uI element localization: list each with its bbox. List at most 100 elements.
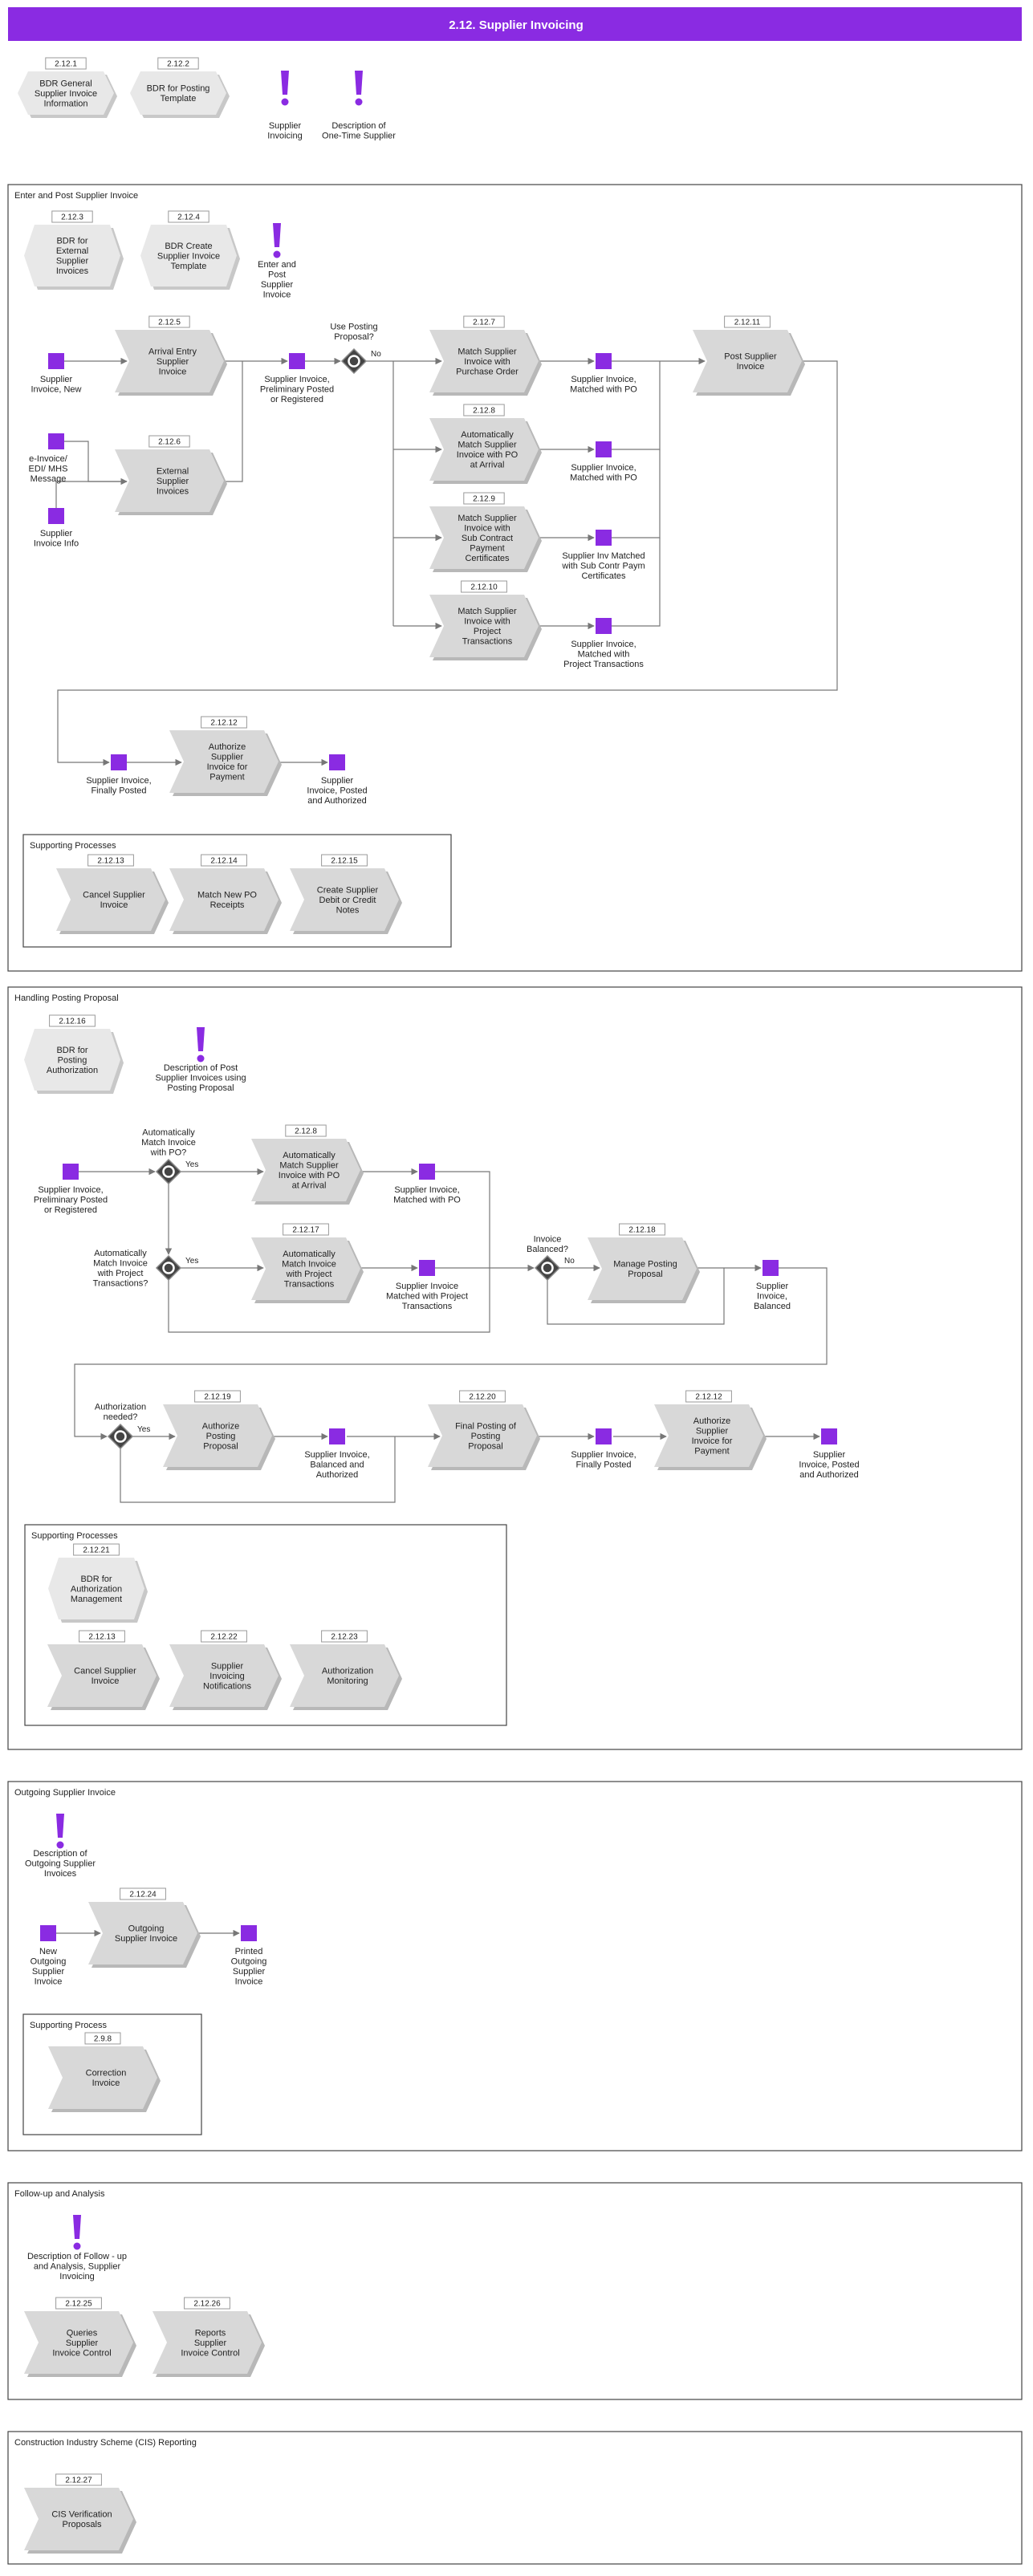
gateway-auto-match-project[interactable] — [155, 1254, 182, 1282]
section-follow-up-analysis — [7, 2182, 1023, 2400]
event-h-preliminary-posted[interactable] — [63, 1164, 79, 1180]
support-match-new-po-receipts[interactable] — [169, 868, 279, 931]
process-match-supplier-invoice-sub-contract[interactable] — [429, 506, 539, 569]
process-final-posting-proposal-code: 2.12.20 — [469, 1393, 496, 1402]
event-h-matched-with-po-label: Supplier Invoice,Matched with PO — [393, 1185, 461, 1205]
gateway-invoice-balanced-ring — [541, 1262, 554, 1274]
process-authorize-supplier-invoice-payment[interactable] — [169, 730, 279, 793]
support-authorization-monitoring[interactable] — [290, 1644, 399, 1707]
support-authorization-monitoring-code: 2.12.23 — [331, 1633, 358, 1642]
event-h-matched-with-po[interactable] — [419, 1164, 435, 1180]
process-auto-match-invoice-project[interactable] — [251, 1237, 360, 1300]
gateway-auto-match-po-yes: Yes — [185, 1160, 198, 1169]
gateway-auto-match-po[interactable] — [155, 1158, 182, 1185]
event-h-finally-posted[interactable] — [596, 1428, 612, 1444]
process-manage-posting-proposal[interactable] — [588, 1237, 697, 1300]
bdr-create-supplier-invoice-template[interactable] — [140, 225, 237, 286]
process-auto-match-invoice-po-arrival-code-box — [285, 1124, 327, 1137]
process-cis-verification-proposals-code-box — [55, 2473, 102, 2486]
gateway-use-posting-proposal[interactable] — [340, 347, 368, 375]
event-posted-and-authorized[interactable] — [329, 754, 345, 770]
event-matched-sub-contr[interactable] — [596, 530, 612, 546]
event-einvoice-edi-mhs[interactable] — [48, 433, 64, 449]
event-preliminary-posted[interactable] — [289, 353, 305, 369]
process-match-supplier-invoice-purchase-order-code: 2.12.7 — [473, 319, 495, 327]
event-h-matched-project[interactable] — [419, 1260, 435, 1276]
event-h-balanced-authorized[interactable] — [329, 1428, 345, 1444]
event-supplier-invoice-new[interactable] — [48, 353, 64, 369]
process-match-supplier-invoice-project-transactions-code-box — [461, 580, 507, 593]
support-create-debit-credit-notes-code: 2.12.15 — [331, 857, 358, 866]
support-authorization-monitoring-code-box — [321, 1630, 368, 1643]
process-final-posting-proposal[interactable] — [428, 1404, 537, 1467]
event-matched-project-transactions[interactable] — [596, 618, 612, 634]
bdr-general-supplier-invoice-info-code-box — [45, 57, 87, 70]
support-h-cancel-supplier-invoice-code: 2.12.13 — [88, 1633, 116, 1642]
gateway-authorization-needed[interactable] — [107, 1423, 134, 1450]
bdr-external-supplier-invoices-code: 2.12.3 — [61, 213, 83, 222]
bdr-create-supplier-invoice-template-code: 2.12.4 — [177, 213, 200, 222]
event-new-outgoing-supplier-invoice[interactable] — [40, 1925, 56, 1941]
section-outgoing-supplier-invoice-title: Outgoing Supplier Invoice — [14, 1788, 116, 1798]
event-finally-posted[interactable] — [111, 754, 127, 770]
flow-info-to-external — [55, 481, 127, 508]
process-arrival-entry-supplier-invoice[interactable] — [115, 330, 224, 392]
process-external-supplier-invoices[interactable] — [115, 449, 224, 512]
bdr-general-supplier-invoice-info[interactable] — [18, 71, 114, 115]
process-authorize-supplier-invoice-payment-2-code: 2.12.12 — [695, 1393, 722, 1402]
event-printed-outgoing-supplier-invoice[interactable] — [241, 1925, 257, 1941]
process-outgoing-supplier-invoice[interactable] — [88, 1902, 197, 1965]
section-enter-post-supplier-invoice — [7, 184, 1023, 972]
event-h-posted-authorized[interactable] — [821, 1428, 837, 1444]
support-cancel-supplier-invoice[interactable] — [56, 868, 165, 931]
process-match-supplier-invoice-purchase-order[interactable] — [429, 330, 539, 392]
support-supplier-invoicing-notifications[interactable] — [169, 1644, 279, 1707]
flow-einvoice-to-external — [64, 441, 128, 486]
support-create-debit-credit-notes[interactable] — [290, 868, 399, 931]
process-post-supplier-invoice[interactable] — [693, 330, 802, 392]
support-correction-invoice-code-box — [84, 2032, 121, 2045]
gateway-invoice-balanced[interactable] — [534, 1254, 561, 1282]
process-post-supplier-invoice-code-box — [724, 315, 771, 328]
bdr-posting-authorization-code-box — [49, 1014, 96, 1027]
process-cis-verification-proposals[interactable] — [24, 2488, 133, 2550]
bdr-authorization-management[interactable] — [48, 1558, 144, 1619]
process-authorize-posting-proposal[interactable] — [163, 1404, 272, 1467]
bdr-posting-authorization[interactable] — [24, 1029, 120, 1091]
support-h-cancel-supplier-invoice[interactable] — [47, 1644, 157, 1707]
support-correction-invoice[interactable] — [48, 2046, 157, 2109]
event-matched-with-po[interactable] — [596, 353, 612, 369]
process-external-supplier-invoices-code: 2.12.6 — [158, 438, 181, 447]
event-h-finally-posted-label: Supplier Invoice,Finally Posted — [571, 1450, 636, 1470]
process-auto-match-supplier-invoice-po-arrival[interactable] — [429, 418, 539, 481]
process-authorize-supplier-invoice-payment-2[interactable] — [654, 1404, 763, 1467]
process-match-supplier-invoice-project-transactions[interactable] — [429, 595, 539, 657]
event-supplier-invoice-info[interactable] — [48, 508, 64, 524]
bdr-external-supplier-invoices[interactable] — [24, 225, 120, 286]
event-h-balanced[interactable] — [763, 1260, 779, 1276]
process-auto-match-invoice-po-arrival[interactable] — [251, 1139, 360, 1201]
bdr-posting-template-code-box — [157, 57, 199, 70]
process-queries-supplier-invoice-control[interactable] — [24, 2311, 133, 2374]
flow-h-gw2-no-path — [168, 1268, 490, 1333]
gateway-auto-match-project-yes: Yes — [185, 1257, 198, 1266]
event-matched-with-po-arrival[interactable] — [596, 441, 612, 457]
bdr-posting-template[interactable] — [130, 71, 226, 115]
process-reports-supplier-invoice-control[interactable] — [153, 2311, 262, 2374]
